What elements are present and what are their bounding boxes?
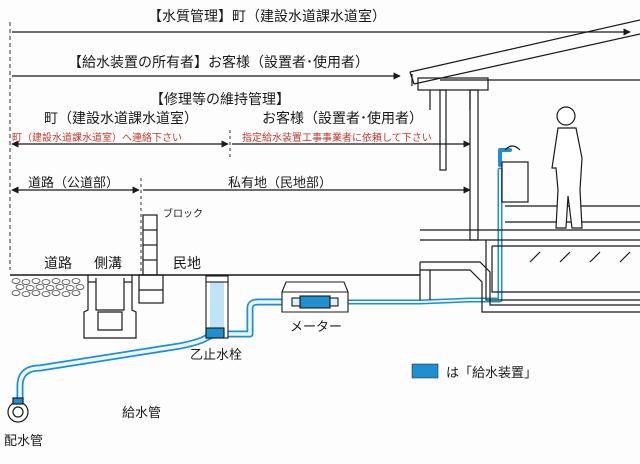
maintenance-town-note: 町（建設水道課水道室）へ連絡下さい: [12, 133, 182, 144]
meter-label: メーター: [290, 320, 343, 335]
private-land-label: 民地: [173, 256, 201, 272]
meter-box: [281, 281, 349, 313]
service-pipe-label: 給水管: [122, 406, 162, 421]
road-gravel: [11, 278, 85, 297]
block-label: ブロック: [163, 209, 203, 220]
owner-header: 【給水装置の所有者】お客様（設置者･使用者）: [68, 55, 369, 71]
block-wall: [138, 214, 164, 304]
road-zone-label: 道路（公道部）: [28, 176, 120, 191]
water-quality-header: 【水質管理】町（建設水道課水道室）: [148, 9, 386, 25]
maintenance-customer-note: 指定給水装置工事事業者に依頼して下さい: [242, 133, 432, 144]
person-silhouette: [551, 106, 583, 229]
maintenance-town-label: 町（建設水道課水道室）: [44, 111, 198, 127]
maintenance-header: 【修理等の維持管理】: [150, 92, 290, 108]
stop-valve: [205, 275, 229, 339]
legend-swatch: [411, 363, 439, 379]
stop-valve-label: 乙止水栓: [190, 348, 243, 363]
private-zone-label: 私有地（民地部）: [228, 176, 333, 191]
maintenance-customer-label: お客様（設置者･使用者）: [262, 111, 423, 127]
road-label: 道路: [44, 256, 72, 272]
legend-text: は「給水装置」: [446, 366, 538, 381]
gutter: [83, 275, 137, 339]
house: [409, 19, 640, 313]
main-pipe-label: 配水管: [4, 434, 44, 449]
service-pipe: [16, 148, 512, 410]
main-pipe-symbol: [7, 397, 29, 423]
gutter-label: 側溝: [94, 256, 122, 272]
